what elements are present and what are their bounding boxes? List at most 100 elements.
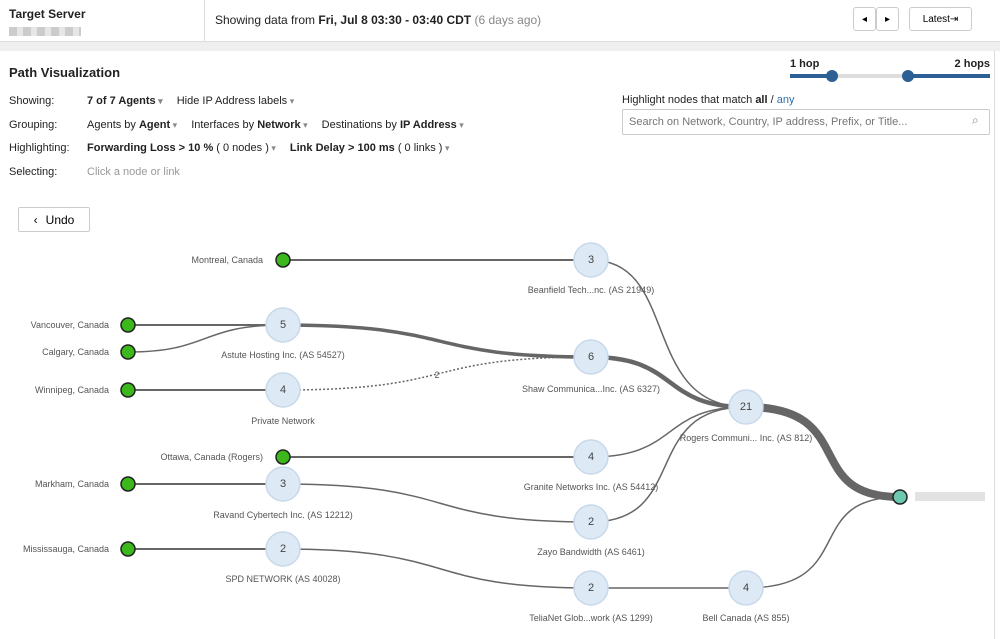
destinations-grouping-prefix: Destinations by xyxy=(321,119,400,131)
network-node[interactable] xyxy=(573,439,609,475)
node-count: 2 xyxy=(588,516,594,528)
link-delay-dropdown[interactable]: Link Delay > 100 ms ( 0 links ) xyxy=(290,142,450,154)
link[interactable] xyxy=(282,483,592,523)
agent-node[interactable] xyxy=(120,476,136,492)
hop-max-label: 2 hops xyxy=(954,58,990,70)
scrollbar[interactable] xyxy=(994,51,1000,639)
network-label: SPD NETWORK (AS 40028) xyxy=(225,574,340,584)
destinations-grouping-dropdown[interactable]: Destinations by IP Address xyxy=(322,119,464,131)
target-server: Target Server xyxy=(0,0,205,42)
forwarding-loss-dropdown[interactable]: Forwarding Loss > 10 % ( 0 nodes ) xyxy=(87,142,276,154)
match-any-link[interactable]: any xyxy=(776,94,795,106)
network-node[interactable] xyxy=(728,570,764,606)
highlighting-row: Highlighting: Forwarding Loss > 10 % ( 0… xyxy=(9,142,464,154)
link-delay-label: Link Delay > 100 ms xyxy=(289,142,395,154)
node-count: 4 xyxy=(280,384,286,396)
forwarding-loss-count: ( 0 nodes ) xyxy=(213,142,269,154)
range-value: Fri, Jul 8 03:30 - 03:40 CDT xyxy=(318,13,472,27)
slider-handle-min[interactable] xyxy=(826,70,838,82)
link[interactable] xyxy=(590,354,747,410)
agent-node[interactable] xyxy=(120,382,136,398)
network-node[interactable] xyxy=(728,389,764,425)
node-count: 5 xyxy=(280,319,286,331)
network-node[interactable] xyxy=(265,466,301,502)
agent-node[interactable] xyxy=(120,317,136,333)
agents: Montreal, Canada Vancouver, Canada Calga… xyxy=(23,252,291,557)
grouping-row: Grouping: Agents by Agent Interfaces by … xyxy=(9,119,478,131)
node-count: 4 xyxy=(588,451,594,463)
match-prefix: Highlight nodes that match xyxy=(622,94,756,106)
target-node[interactable] xyxy=(892,489,908,505)
link[interactable] xyxy=(282,548,592,589)
latest-button[interactable]: Latest⇥ xyxy=(909,7,972,31)
time-range: Showing data from Fri, Jul 8 03:30 - 03:… xyxy=(215,13,541,27)
ip-labels-dropdown[interactable]: Hide IP Address labels xyxy=(177,95,295,107)
link[interactable] xyxy=(282,356,592,391)
undo-label: Undo xyxy=(45,212,75,227)
next-button[interactable]: ▸ xyxy=(876,7,899,31)
target-server-name-redacted xyxy=(9,27,81,36)
network-label: Astute Hosting Inc. (AS 54527) xyxy=(221,350,345,360)
link[interactable] xyxy=(590,406,747,523)
network-label: Shaw Communica...Inc. (AS 6327) xyxy=(522,384,660,394)
range-ago: (6 days ago) xyxy=(474,13,542,27)
showing-label: Showing: xyxy=(9,95,55,107)
agents-grouping-value: Agent xyxy=(138,119,171,131)
network-node[interactable] xyxy=(573,504,609,540)
slider-handle-max[interactable] xyxy=(902,70,914,82)
selecting-row: Selecting: Click a node or link xyxy=(9,166,180,178)
interfaces-grouping-dropdown[interactable]: Interfaces by Network xyxy=(191,119,307,131)
network-label: TeliaNet Glob...work (AS 1299) xyxy=(529,613,653,623)
forwarding-loss-label: Forwarding Loss > 10 % xyxy=(87,142,214,154)
link-delay-count: ( 0 links ) xyxy=(394,142,443,154)
hop-min-label: 1 hop xyxy=(790,58,820,70)
network-node[interactable] xyxy=(573,339,609,375)
agent-label: Winnipeg, Canada xyxy=(35,385,109,395)
grouping-label: Grouping: xyxy=(9,119,58,131)
node-count: 2 xyxy=(588,582,594,594)
slider-track[interactable] xyxy=(790,74,990,78)
match-all[interactable]: all xyxy=(755,94,768,106)
link[interactable] xyxy=(745,496,901,589)
edges: 2 xyxy=(127,259,901,589)
network-node[interactable] xyxy=(573,570,609,606)
agent-node[interactable] xyxy=(275,449,291,465)
network-node[interactable] xyxy=(573,242,609,278)
undo-button[interactable]: ‹ Undo xyxy=(18,207,90,232)
network-label: Granite Networks Inc. (AS 54412) xyxy=(524,482,659,492)
node-count: 21 xyxy=(740,401,752,413)
node-count: 3 xyxy=(588,254,594,266)
agent-node[interactable] xyxy=(120,344,136,360)
search-icon[interactable]: ⌕ xyxy=(972,113,979,127)
network-node[interactable] xyxy=(265,531,301,567)
network-label: Bell Canada (AS 855) xyxy=(702,613,789,623)
agents-dropdown[interactable]: 7 of 7 Agents xyxy=(87,95,163,107)
network-label: Ravand Cybertech Inc. (AS 12212) xyxy=(213,510,353,520)
node-count: 6 xyxy=(588,351,594,363)
target-label-redacted xyxy=(915,492,985,501)
link[interactable] xyxy=(127,324,284,353)
node-count: 2 xyxy=(280,543,286,555)
agent-label: Markham, Canada xyxy=(35,479,109,489)
link[interactable] xyxy=(590,406,747,458)
previous-button[interactable]: ◂ xyxy=(853,7,876,31)
hop-slider[interactable]: 1 hop 2 hops xyxy=(790,58,990,82)
page-title: Path Visualization xyxy=(9,65,121,80)
agent-node[interactable] xyxy=(275,252,291,268)
network-node[interactable] xyxy=(265,307,301,343)
network-label: Zayo Bandwidth (AS 6461) xyxy=(537,547,645,557)
network-label: Rogers Communi... Inc. (AS 812) xyxy=(680,433,813,443)
link[interactable] xyxy=(590,259,747,408)
node-count: 4 xyxy=(743,582,749,594)
link[interactable] xyxy=(745,403,901,501)
agents-grouping-dropdown[interactable]: Agents by Agent xyxy=(87,119,177,131)
header: Target Server Showing data from Fri, Jul… xyxy=(0,0,1000,42)
agent-node[interactable] xyxy=(120,541,136,557)
highlight-search-input[interactable] xyxy=(622,109,990,135)
chevron-left-icon: ‹ xyxy=(33,212,38,227)
network-node[interactable] xyxy=(265,372,301,408)
network-label: Private Network xyxy=(251,416,315,426)
highlighting-label: Highlighting: xyxy=(9,142,70,154)
link[interactable] xyxy=(282,323,592,359)
